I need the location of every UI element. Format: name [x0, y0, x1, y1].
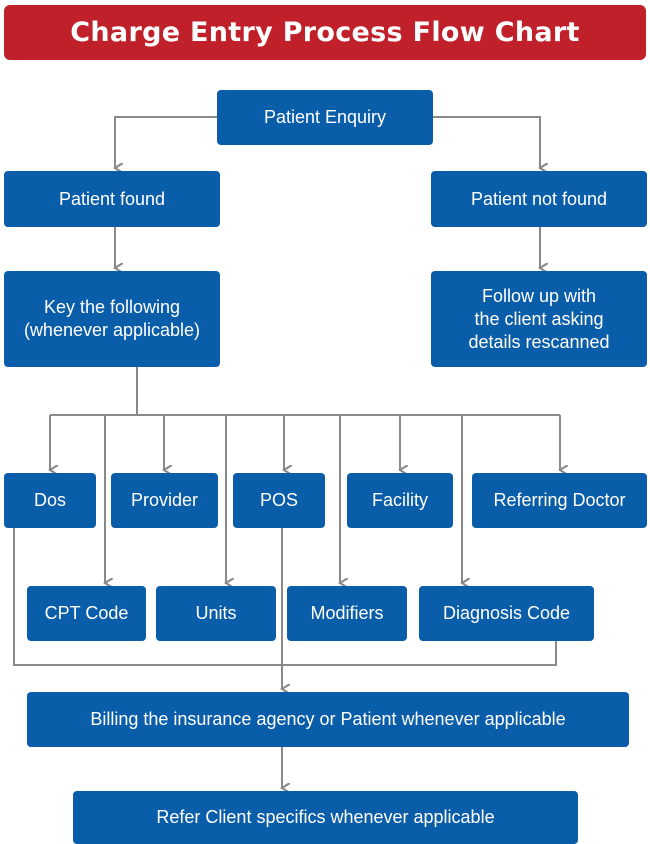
patient-enquiry-box: Patient Enquiry [217, 90, 433, 145]
modifiers-box: Modifiers [287, 586, 407, 641]
facility-box: Facility [347, 473, 453, 528]
refer-client-box: Refer Client specifics whenever applicab… [73, 791, 578, 844]
diagnosis-code-box: Diagnosis Code [419, 586, 594, 641]
billing-box: Billing the insurance agency or Patient … [27, 692, 629, 747]
collect-left [13, 528, 282, 666]
referring-doctor-box: Referring Doctor [472, 473, 647, 528]
cpt-code-box: CPT Code [27, 586, 146, 641]
patient-found-box: Patient found [4, 171, 220, 227]
chart-title: Charge Entry Process Flow Chart [4, 5, 646, 60]
follow-up-box: Follow up with the client asking details… [431, 271, 647, 367]
key-following-box: Key the following (whenever applicable) [4, 271, 220, 367]
collect-right [282, 641, 557, 666]
connector-enquiry-not-found [433, 116, 540, 168]
units-box: Units [156, 586, 276, 641]
patient-not-found-box: Patient not found [431, 171, 647, 227]
pos-box: POS [233, 473, 325, 528]
dos-box: Dos [4, 473, 96, 528]
connector-enquiry-found [115, 116, 217, 168]
provider-box: Provider [111, 473, 218, 528]
